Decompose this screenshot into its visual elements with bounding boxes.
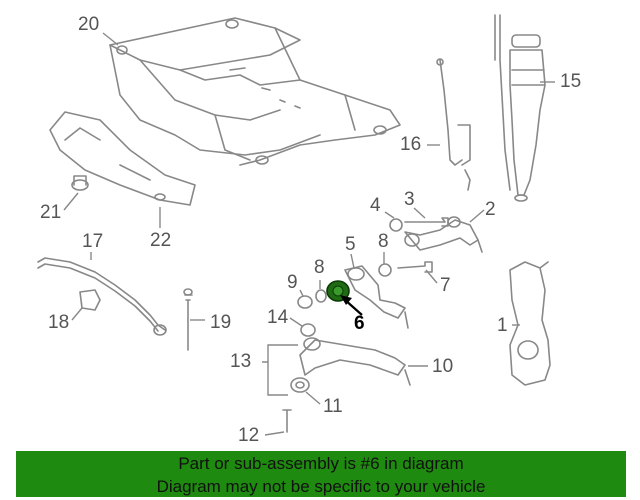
callout-16: 16 [400, 134, 422, 155]
air-strut-part-15 [494, 14, 546, 202]
callout-1: 1 [497, 315, 508, 336]
bolt-part-7 [397, 261, 433, 273]
control-arm-part-5 [344, 265, 409, 329]
bolt-part-3 [404, 217, 449, 227]
nut-part-4 [389, 218, 403, 232]
banner-line-2: Diagram may not be specific to your vehi… [156, 477, 486, 496]
washer-part-8-lower [315, 289, 327, 303]
callout-6-highlighted: 6 [354, 313, 365, 334]
bushing-part-11 [290, 377, 310, 393]
callout-20: 20 [78, 14, 100, 35]
upper-control-arm-part-2 [404, 216, 483, 253]
washer-part-9 [297, 295, 313, 309]
callout-18: 18 [48, 312, 70, 333]
subframe-part-20 [109, 17, 401, 166]
callout-13: 13 [230, 351, 252, 372]
callout-5: 5 [345, 234, 356, 255]
bolt-part-12 [282, 409, 292, 433]
washer-part-8-upper [378, 263, 392, 277]
callout-8-upper: 8 [378, 231, 389, 252]
arrow-to-part-6 [340, 295, 363, 316]
bushing-part-14 [300, 323, 316, 337]
callout-21: 21 [40, 202, 62, 223]
callout-7: 7 [440, 275, 451, 296]
lower-control-arm-part-10 [299, 337, 411, 386]
callout-3: 3 [404, 189, 415, 210]
part-info-banner: Part or sub-assembly is #6 in diagram Di… [16, 451, 626, 497]
stabilizer-bar-part-17 [37, 257, 167, 336]
parts-diagram [37, 14, 555, 436]
callout-10: 10 [432, 356, 454, 377]
crossmember-part-22 [49, 111, 196, 206]
callout-17: 17 [82, 231, 104, 252]
callout-11: 11 [323, 396, 343, 417]
leader-lines [63, 32, 555, 436]
steering-knuckle-part-1 [509, 261, 551, 386]
callout-14: 14 [267, 307, 289, 328]
callout-12: 12 [238, 425, 260, 446]
callout-8-lower: 8 [314, 257, 325, 278]
bracket-part-18 [79, 289, 101, 311]
bolt-part-21 [71, 175, 89, 191]
callout-2: 2 [485, 199, 496, 220]
callout-19: 19 [210, 312, 232, 333]
sensor-wire-part-16 [436, 58, 471, 191]
banner-line-1: Part or sub-assembly is #6 in diagram [178, 454, 464, 473]
callout-9: 9 [287, 272, 298, 293]
callout-15: 15 [560, 71, 582, 92]
callout-22: 22 [150, 230, 172, 251]
link-part-19 [183, 288, 193, 351]
callout-4: 4 [370, 195, 381, 216]
